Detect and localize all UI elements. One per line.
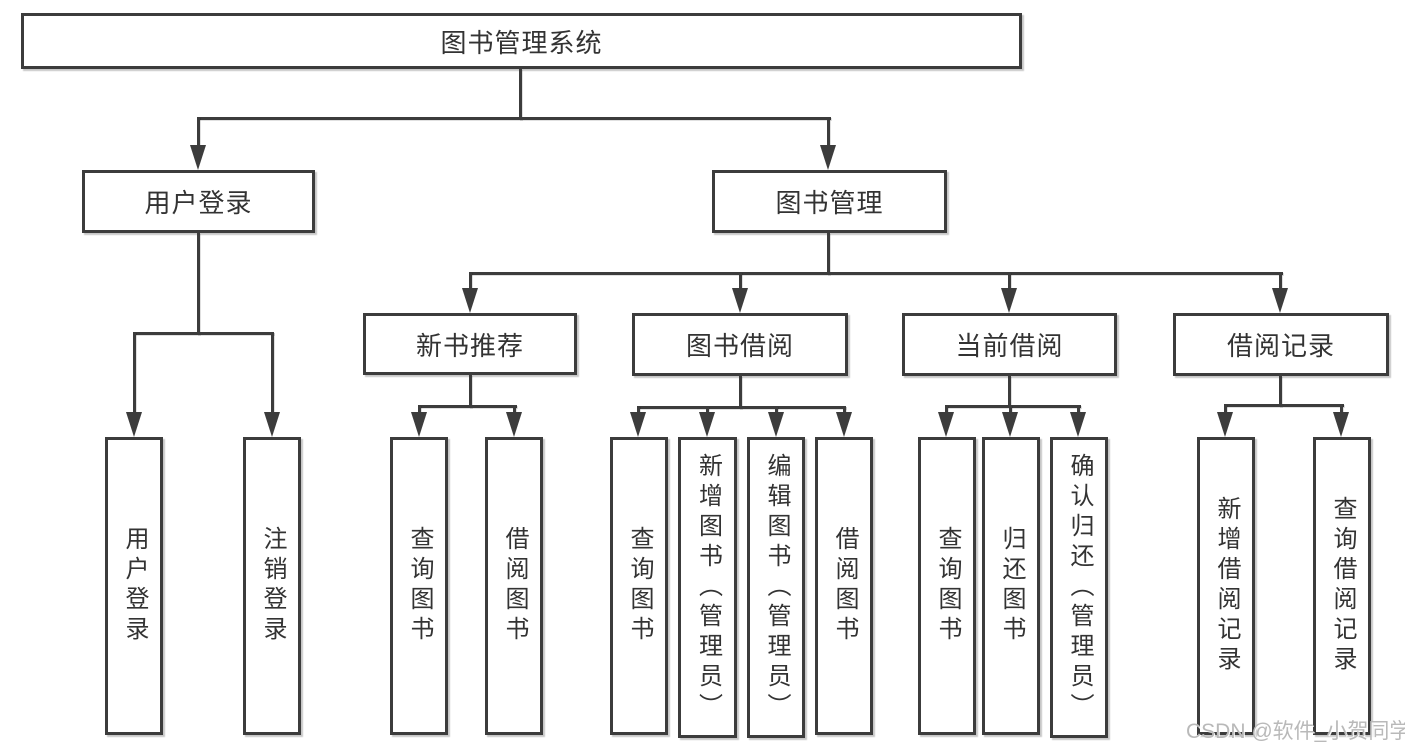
leaf-borrow-books: 借阅图书 xyxy=(815,437,873,735)
leaf-label: 借阅图书 xyxy=(831,526,858,646)
node-label: 新书推荐 xyxy=(415,330,524,361)
node-label: 图书管理 xyxy=(775,188,884,218)
connector-drop-query-record xyxy=(1340,404,1343,415)
connector-book-borrowing-rail xyxy=(637,406,846,409)
connector-user-login-stem xyxy=(197,233,200,335)
connector-new-book-rec-rail xyxy=(418,405,517,408)
node-label: 当前借阅 xyxy=(955,331,1064,361)
arrowhead-to-book-management xyxy=(820,145,836,170)
leaf-label: 确认归还（管理员） xyxy=(1066,452,1093,723)
arrowhead-to-borrowing-records xyxy=(1272,288,1288,313)
leaf-label: 查询借阅记录 xyxy=(1329,496,1356,676)
leaf-logout: 注销登录 xyxy=(243,437,301,735)
connector-drop-return-books xyxy=(1009,405,1012,415)
leaf-label: 编辑图书（管理员） xyxy=(763,452,790,723)
leaf-add-books-admin: 新增图书（管理员） xyxy=(678,437,737,738)
connector-drop-borrowing-records xyxy=(1279,272,1282,290)
arrowhead-to-return-books xyxy=(1002,412,1018,437)
connector-drop-current-borrowing xyxy=(1008,272,1011,290)
leaf-label: 查询图书 xyxy=(626,526,653,646)
arrowhead-to-book-borrowing xyxy=(732,288,748,313)
arrowhead-to-query-books-3 xyxy=(938,412,954,437)
arrowhead-to-borrow-books-1 xyxy=(506,412,522,437)
arrowhead-to-add-record xyxy=(1217,412,1233,437)
arrowhead-to-current-borrowing xyxy=(1001,288,1017,313)
arrowhead-to-query-record xyxy=(1333,412,1349,437)
connector-drop-query-books-2 xyxy=(637,406,640,415)
leaf-borrow-books-recommend: 借阅图书 xyxy=(485,437,543,735)
arrowhead-to-confirm-return xyxy=(1070,412,1086,437)
node-book-management: 图书管理 xyxy=(712,170,947,233)
leaf-query-books-current: 查询图书 xyxy=(918,437,976,735)
connector-drop-leaf-login xyxy=(133,332,136,413)
node-current-borrowing: 当前借阅 xyxy=(902,313,1117,376)
leaf-label: 注销登录 xyxy=(259,526,286,646)
csdn-watermark: CSDN @软件_小贺同学 xyxy=(1186,720,1405,743)
leaf-confirm-return-admin: 确认归还（管理员） xyxy=(1050,437,1108,738)
node-root-book-management-system: 图书管理系统 xyxy=(21,13,1022,69)
connector-drop-confirm-return xyxy=(1077,405,1080,415)
arrowhead-to-edit-books xyxy=(768,412,784,437)
node-book-borrowing: 图书借阅 xyxy=(632,313,848,376)
connector-user-login-rail xyxy=(133,332,274,335)
connector-drop-user-login xyxy=(197,117,200,148)
leaf-user-login: 用户登录 xyxy=(105,437,163,735)
leaf-label: 查询图书 xyxy=(406,526,433,646)
leaf-query-borrowing-record: 查询借阅记录 xyxy=(1313,437,1371,735)
connector-drop-query-books-3 xyxy=(945,405,948,415)
connector-new-book-rec-stem xyxy=(469,375,472,408)
leaf-add-borrowing-record: 新增借阅记录 xyxy=(1197,437,1255,735)
leaf-label: 新增借阅记录 xyxy=(1213,496,1240,676)
connector-drop-new-book-rec xyxy=(469,272,472,290)
arrowhead-to-query-books-2 xyxy=(630,412,646,437)
connector-drop-query-books-1 xyxy=(418,405,421,415)
arrowhead-to-new-book-rec xyxy=(462,288,478,313)
node-label: 用户登录 xyxy=(144,188,253,218)
connector-drop-book-management xyxy=(827,117,830,148)
connector-root-rail xyxy=(197,117,831,120)
node-user-login: 用户登录 xyxy=(82,170,315,233)
leaf-edit-books-admin: 编辑图书（管理员） xyxy=(747,437,805,738)
arrowhead-to-leaf-login xyxy=(126,412,142,437)
connector-drop-leaf-logout xyxy=(271,332,274,413)
node-label: 借阅记录 xyxy=(1226,331,1335,361)
leaf-return-books: 归还图书 xyxy=(982,437,1040,735)
connector-book-borrowing-stem xyxy=(739,376,742,409)
arrowhead-to-leaf-logout xyxy=(264,412,280,437)
connector-current-borrowing-rail xyxy=(945,405,1081,408)
connector-borrowing-records-rail xyxy=(1224,404,1344,407)
connector-borrowing-records-stem xyxy=(1279,376,1282,407)
connector-book-mgmt-rail xyxy=(469,272,1283,275)
leaf-query-books-borrowing: 查询图书 xyxy=(610,437,668,735)
node-label: 图书借阅 xyxy=(685,331,794,361)
connector-drop-book-borrowing xyxy=(739,272,742,290)
leaf-label: 查询图书 xyxy=(934,526,961,646)
leaf-label: 借阅图书 xyxy=(501,526,528,646)
connector-root-stem xyxy=(519,69,522,120)
leaf-query-books-recommend: 查询图书 xyxy=(390,437,448,735)
connector-drop-add-books xyxy=(706,406,709,415)
arrowhead-to-add-books xyxy=(699,412,715,437)
leaf-label: 新增图书（管理员） xyxy=(694,452,722,723)
connector-drop-borrow-books-1 xyxy=(513,405,516,415)
connector-drop-borrow-books-2 xyxy=(843,406,846,415)
node-label: 图书管理系统 xyxy=(440,27,603,58)
arrowhead-to-borrow-books-2 xyxy=(836,412,852,437)
arrowhead-to-user-login xyxy=(190,145,206,170)
arrowhead-to-query-books-1 xyxy=(411,412,427,437)
node-new-book-recommendation: 新书推荐 xyxy=(363,313,577,375)
connector-drop-add-record xyxy=(1224,404,1227,415)
node-borrowing-records: 借阅记录 xyxy=(1173,313,1389,376)
leaf-label: 归还图书 xyxy=(998,526,1025,646)
connector-book-mgmt-stem xyxy=(827,233,830,275)
connector-current-borrowing-stem xyxy=(1008,376,1011,408)
leaf-label: 用户登录 xyxy=(121,526,148,646)
connector-drop-edit-books xyxy=(775,406,778,415)
